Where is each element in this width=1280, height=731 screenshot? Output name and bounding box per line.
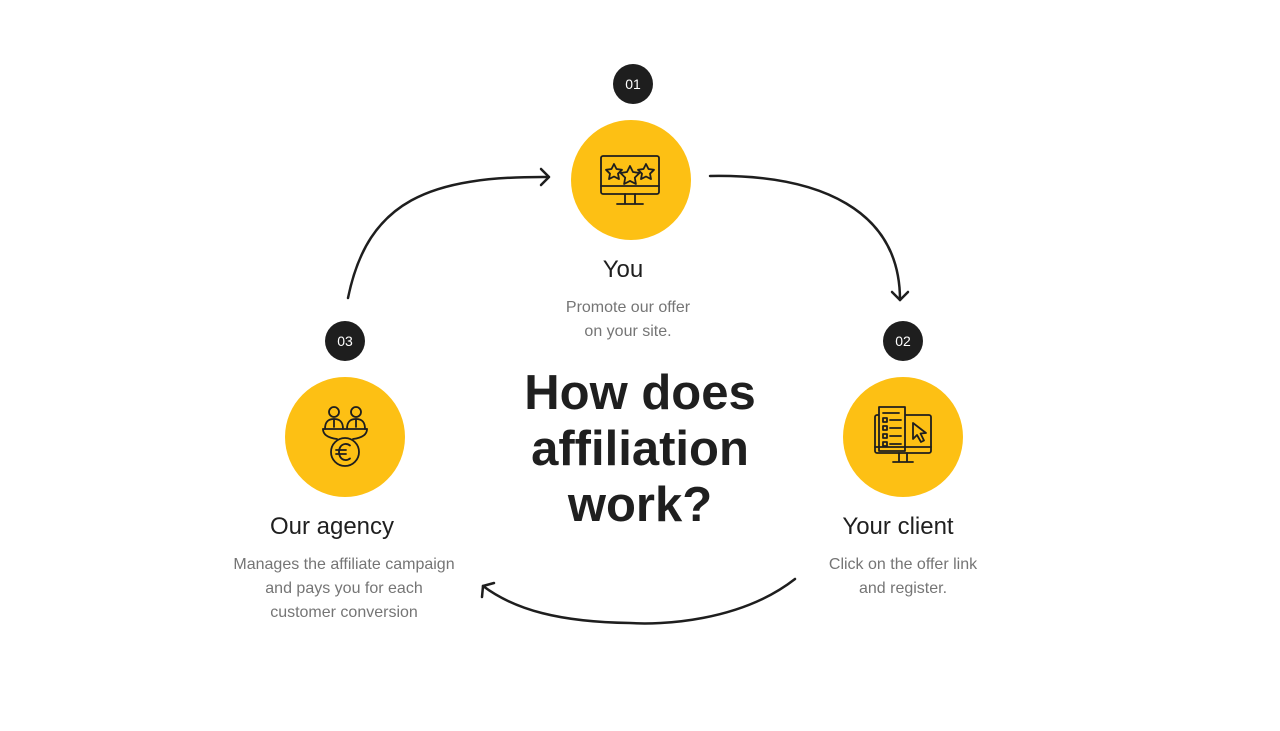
- headline-line: work?: [567, 478, 713, 532]
- headline-line: affiliation: [531, 422, 749, 476]
- arrow-03-to-01-head: [539, 167, 551, 187]
- step-03-desc-line: and pays you for each: [265, 580, 423, 597]
- step-02-description: Click on the offer link and register.: [773, 553, 1033, 601]
- step-03-title: Our agency: [269, 513, 395, 540]
- headline: How does affiliation work?: [490, 365, 790, 533]
- step-03-description: Manages the affiliate campaign and pays …: [204, 553, 484, 625]
- step-01-desc-line: Promote our offer: [565, 299, 691, 316]
- step-02-circle: [843, 377, 963, 497]
- step-01-badge: 01: [613, 64, 653, 104]
- monitor-form-cursor-icon: [874, 406, 932, 463]
- arrow-02-to-03: [481, 577, 797, 625]
- step-03-badge: 03: [325, 321, 365, 361]
- arrow-03-to-01: [346, 175, 551, 300]
- step-02-title: Your client: [842, 513, 954, 540]
- arrow-02-to-03-head: [480, 581, 496, 599]
- monitor-stars-icon: [600, 155, 660, 205]
- step-01-desc-line: on your site.: [584, 323, 672, 340]
- step-02-badge: 02: [883, 321, 923, 361]
- step-01-title: You: [602, 256, 644, 283]
- step-03-desc-line: customer conversion: [270, 604, 418, 621]
- step-02-desc-line: and register.: [858, 580, 948, 597]
- step-01-description: Promote our offer on your site.: [508, 296, 748, 344]
- step-02-desc-line: Click on the offer link: [828, 556, 978, 573]
- agents-euro-coin-icon: [322, 406, 368, 467]
- step-03-circle: [285, 377, 405, 497]
- step-01-circle: [571, 120, 691, 240]
- headline-line: How does: [524, 366, 756, 420]
- arrow-01-to-02: [708, 174, 902, 302]
- arrow-01-to-02-head: [890, 290, 910, 302]
- step-03-desc-line: Manages the affiliate campaign: [233, 556, 455, 573]
